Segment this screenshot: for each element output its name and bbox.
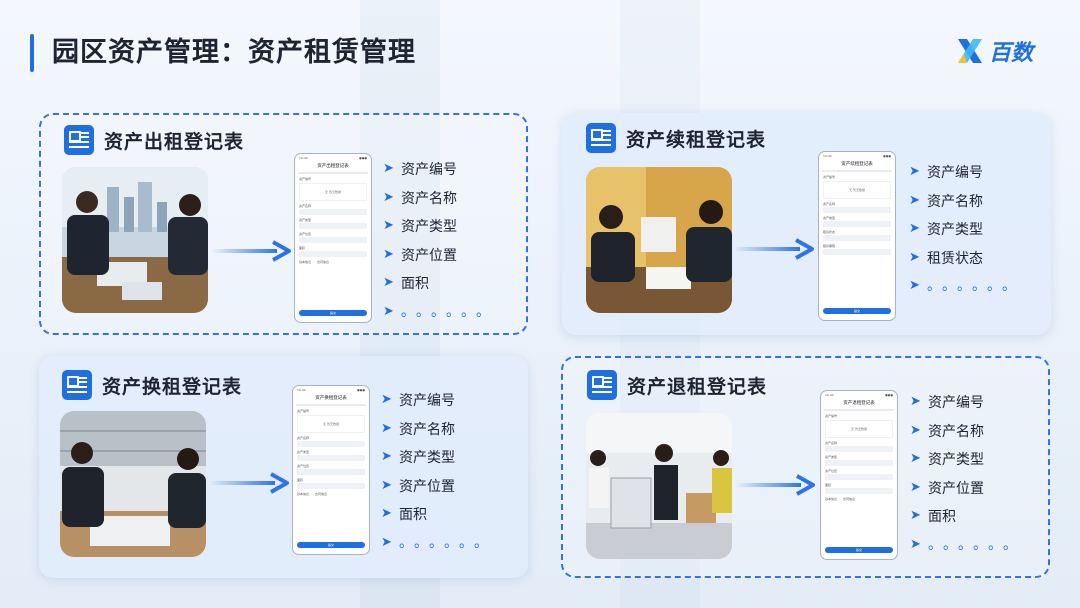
- right-arrow-icon: [209, 472, 289, 494]
- list-item-more: ➤。。。。。。: [909, 278, 1024, 295]
- right-arrow-icon: [734, 238, 814, 260]
- card-title: 资产换租登记表: [102, 375, 243, 398]
- arrow-check-icon: ➤: [910, 479, 921, 495]
- form-document-icon: [587, 370, 617, 400]
- field-list: ➤资产编号 ➤资产名称 ➤资产类型 ➤资产位置 ➤面积 ➤。。。。。。: [910, 388, 1025, 559]
- list-item: ➤资产编号: [909, 164, 983, 182]
- logo-text: 百数: [989, 41, 1034, 66]
- meeting-photo: [586, 167, 732, 313]
- arrow-check-icon: ➤: [909, 221, 920, 237]
- arrow-check-icon: ➤: [383, 161, 394, 177]
- list-item: ➤资产位置: [910, 479, 984, 497]
- arrow-check-icon: ➤: [383, 246, 394, 262]
- list-item: ➤资产位置: [383, 246, 457, 264]
- list-item-more: ➤。。。。。。: [381, 534, 496, 551]
- form-document-icon: [62, 370, 92, 400]
- form-document-icon: [64, 125, 94, 155]
- warehouse-photo: [60, 411, 206, 557]
- arrow-check-icon: ➤: [909, 192, 920, 208]
- form-phone-mockup: 10:44●●● 资产续租登记表 资产编号无 暂无数据 资产名称 资产类型 租赁…: [818, 151, 896, 321]
- right-arrow-icon: [735, 474, 815, 496]
- x-logo-icon: [958, 39, 982, 63]
- card-title: 资产出租登记表: [104, 130, 245, 153]
- arrow-check-icon: ➤: [910, 422, 921, 438]
- meeting-photo: [62, 167, 208, 313]
- arrow-check-icon: ➤: [909, 164, 920, 180]
- card-title: 资产退租登记表: [627, 375, 768, 398]
- list-item: ➤资产类型: [910, 451, 984, 469]
- arrow-check-icon: ➤: [381, 534, 392, 550]
- list-item: ➤资产类型: [381, 449, 455, 467]
- arrow-check-icon: ➤: [381, 420, 392, 436]
- form-phone-mockup: 10:44●●● 资产换租登记表 资产编号无 暂无数据 资产名称 资产类型 资产…: [292, 385, 370, 555]
- list-item: ➤资产类型: [383, 218, 457, 236]
- list-item: ➤资产名称: [909, 192, 983, 210]
- list-item: ➤资产编号: [910, 394, 984, 412]
- list-item-more: ➤。。。。。。: [383, 303, 498, 320]
- list-item: ➤资产编号: [381, 392, 455, 410]
- arrow-check-icon: ➤: [381, 506, 392, 522]
- list-item: ➤资产编号: [383, 161, 457, 179]
- card-renew: 资产续租登记表 10:44●●● 资产续租登记表 资产编号无 暂无数据 资产名称…: [562, 113, 1051, 335]
- list-item: ➤资产名称: [381, 420, 455, 438]
- list-item: ➤面积: [381, 506, 427, 524]
- form-phone-mockup: 10:44●●● 资产退租登记表 资产编号无 暂无数据 资产名称 资产类型 资产…: [820, 390, 898, 560]
- field-list: ➤资产编号 ➤资产名称 ➤资产类型 ➤租赁状态 ➤。。。。。。: [909, 158, 1024, 301]
- card-terminate: 资产退租登记表 10:44●●● 资产退租登记表 资产编号无 暂无数据 资产名称…: [561, 356, 1050, 578]
- list-item: ➤资产名称: [383, 189, 457, 207]
- arrow-check-icon: ➤: [910, 536, 921, 552]
- list-item: ➤资产名称: [910, 422, 984, 440]
- arrow-check-icon: ➤: [383, 275, 394, 291]
- card-rent-out: 资产出租登记表 10:44●●● 资产出租登记表 资产编号无 暂无数据 资产名称…: [39, 113, 528, 335]
- brand-logo: 百数: [955, 34, 1033, 68]
- arrow-check-icon: ➤: [909, 249, 920, 265]
- arrow-check-icon: ➤: [383, 189, 394, 205]
- list-item: ➤资产类型: [909, 221, 983, 239]
- arrow-check-icon: ➤: [381, 392, 392, 408]
- card-title: 资产续租登记表: [626, 128, 767, 151]
- form-phone-mockup: 10:44●●● 资产出租登记表 资产编号无 暂无数据 资产名称 资产类型 资产…: [294, 153, 372, 323]
- right-arrow-icon: [211, 240, 291, 262]
- arrow-check-icon: ➤: [381, 477, 392, 493]
- title-accent-bar: [30, 34, 34, 72]
- list-item: ➤资产位置: [381, 477, 455, 495]
- list-item-more: ➤。。。。。。: [910, 536, 1025, 553]
- arrow-check-icon: ➤: [381, 449, 392, 465]
- arrow-check-icon: ➤: [383, 218, 394, 234]
- arrow-check-icon: ➤: [910, 508, 921, 524]
- arrow-check-icon: ➤: [910, 451, 921, 467]
- arrow-check-icon: ➤: [909, 278, 920, 294]
- list-item: ➤面积: [383, 275, 429, 293]
- field-list: ➤资产编号 ➤资产名称 ➤资产类型 ➤资产位置 ➤面积 ➤。。。。。。: [381, 386, 496, 557]
- list-item: ➤面积: [910, 508, 956, 526]
- page-title: 园区资产管理：资产租赁管理: [52, 37, 416, 68]
- arrow-check-icon: ➤: [910, 394, 921, 410]
- form-document-icon: [586, 123, 616, 153]
- card-exchange: 资产换租登记表 10:44●●● 资产换租登记表 资产编号无 暂无数据 资产名称…: [39, 356, 528, 578]
- office-move-photo: [586, 413, 732, 559]
- field-list: ➤资产编号 ➤资产名称 ➤资产类型 ➤资产位置 ➤面积 ➤。。。。。。: [383, 155, 498, 326]
- arrow-check-icon: ➤: [383, 303, 394, 319]
- list-item: ➤租赁状态: [909, 249, 983, 267]
